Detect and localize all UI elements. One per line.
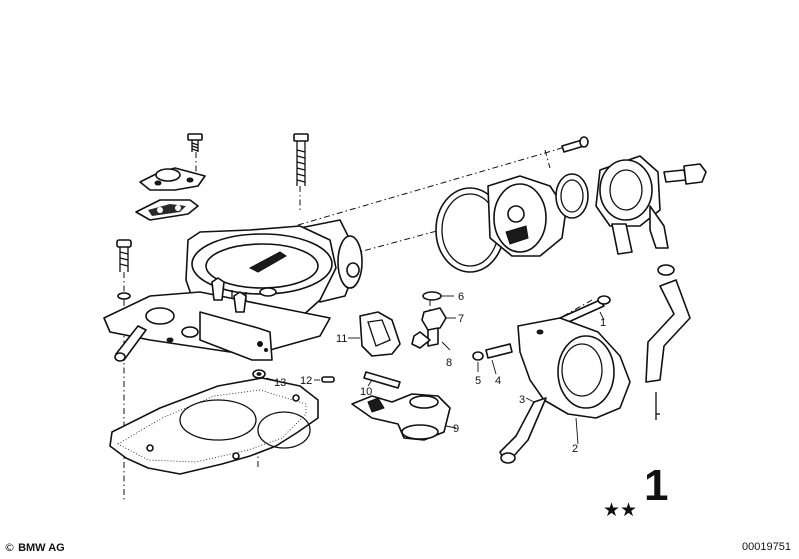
set-number: 1 bbox=[644, 461, 668, 510]
part-2-diaphragm bbox=[517, 317, 631, 445]
callout-labels: 1 2 3 4 5 6 7 8 9 10 11 12 13 bbox=[274, 291, 606, 455]
label-4: 4 bbox=[495, 375, 501, 387]
top-cover bbox=[139, 167, 206, 191]
coolant-hose bbox=[645, 264, 691, 420]
brand-name: BMW AG bbox=[18, 542, 65, 554]
copyright-notice: © BMW AG bbox=[4, 541, 65, 554]
part-10-rod bbox=[363, 371, 401, 389]
copyright-symbol: © bbox=[4, 541, 15, 554]
long-screw bbox=[293, 133, 309, 186]
base-gasket bbox=[109, 377, 319, 475]
label-5: 5 bbox=[475, 375, 481, 387]
part-6-7-8-valve bbox=[411, 291, 456, 351]
label-2: 2 bbox=[572, 443, 578, 455]
label-3: 3 bbox=[519, 394, 525, 406]
part-12-pin bbox=[314, 376, 335, 383]
label-9: 9 bbox=[453, 423, 459, 435]
part-9-chamber bbox=[351, 393, 457, 441]
carburetor-body bbox=[103, 219, 363, 362]
label-10: 10 bbox=[360, 386, 372, 398]
label-11: 11 bbox=[336, 333, 347, 345]
part-3-linkage bbox=[499, 397, 547, 464]
choke-cap bbox=[595, 155, 669, 255]
label-13: 13 bbox=[274, 377, 286, 389]
label-7: 7 bbox=[458, 313, 464, 325]
o-ring-small bbox=[555, 173, 589, 219]
part-11-bracket bbox=[348, 311, 401, 357]
part-13-washer bbox=[252, 369, 275, 381]
part-4-5-screws bbox=[472, 343, 513, 375]
label-6: 6 bbox=[458, 291, 464, 303]
label-8: 8 bbox=[446, 357, 452, 369]
banjo-bolt bbox=[663, 163, 707, 185]
diagram-id: 00019751 bbox=[742, 541, 791, 553]
choke-housing bbox=[487, 175, 567, 257]
left-screw bbox=[116, 239, 132, 300]
cover-screw-small bbox=[187, 133, 203, 152]
top-right-screw bbox=[561, 136, 589, 153]
star-rating-marks: ★★ bbox=[603, 499, 637, 521]
cover-gasket bbox=[135, 199, 199, 221]
label-12: 12 bbox=[300, 375, 312, 387]
label-1: 1 bbox=[600, 317, 606, 329]
